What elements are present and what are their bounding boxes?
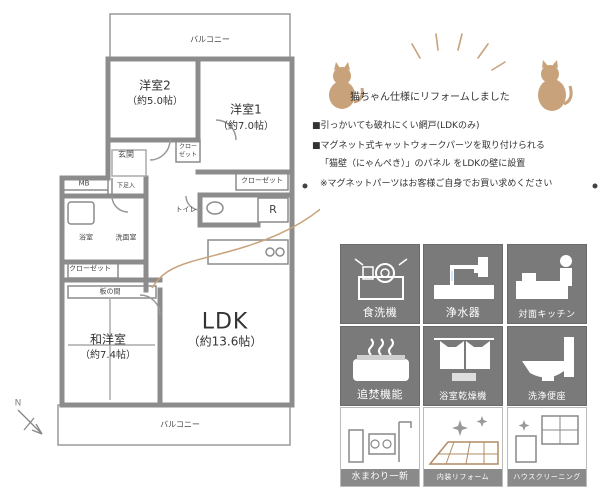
- feature-label: 内装リフォーム: [424, 469, 502, 486]
- catwalk-curve: [151, 184, 346, 289]
- feature-label: 対面キッチン: [518, 310, 576, 320]
- fridge-label: R: [269, 203, 277, 217]
- closet-right-label: クローゼット: [241, 176, 283, 185]
- washroom-label: 洗面室: [115, 233, 137, 242]
- cat-notice: [300, 0, 600, 230]
- feature-open-kitchen: 対面キッチン: [507, 244, 587, 324]
- feature-label: 浴室乾燥機: [439, 392, 487, 402]
- western2-area: （約5.0帖）: [127, 95, 183, 107]
- feature-label: 食洗機: [362, 306, 398, 319]
- notice-line-4: ※マグネットパーツはお客様ご自身でお買い求めください: [320, 179, 553, 189]
- cat-left-icon: [329, 62, 364, 109]
- feature-label: 浄水器: [445, 306, 481, 319]
- shoe-box-label: 下足入: [116, 182, 136, 190]
- feature-washlet: 洗浄便座: [507, 326, 587, 406]
- floor-plan: バルコニー バルコニー 洋室2 （約5.0帖） 洋室1 （約7.0帖） LDK …: [14, 13, 346, 446]
- compass-label: N: [14, 398, 22, 409]
- feature-dishwasher: 食洗機: [340, 244, 420, 324]
- entrance-label: 玄関: [118, 150, 134, 159]
- bath-label: 浴室: [79, 233, 93, 242]
- western2-name: 洋室2: [139, 78, 171, 93]
- closet-left-label: クローゼット: [69, 264, 111, 273]
- meter-box-label: MB: [78, 179, 90, 188]
- feature-bath-dryer: 浴室乾燥機: [423, 326, 503, 406]
- feature-renovated-water: 水まわり一新: [340, 407, 420, 487]
- japanese-room-name: 和洋室: [89, 332, 127, 347]
- feature-label: 水まわり一新: [341, 469, 419, 486]
- feature-label: ハウスクリーニング: [508, 469, 586, 486]
- notice-line-3: 「猫壁（にゃんぺき）」のパネル をLDKの壁に設置: [320, 159, 526, 169]
- feature-bath-reheat: 追焚機能: [340, 326, 420, 406]
- notice-title: 猫ちゃん仕様にリフォームしました: [350, 92, 510, 103]
- water-purifier-icon: [434, 257, 494, 299]
- house-cleaning-icon: [515, 415, 579, 463]
- feature-label: 追焚機能: [357, 388, 403, 401]
- ldk-area: （約13.6帖）: [187, 334, 263, 349]
- western1-name: 洋室1: [230, 102, 262, 117]
- feature-water-purifier: 浄水器: [423, 244, 503, 324]
- japanese-room-area: （約7.4帖）: [80, 349, 136, 361]
- renovated-water-icon: [348, 421, 412, 463]
- balcony-bottom-label: バルコニー: [160, 420, 200, 429]
- kitchen-counter-icon: [516, 255, 572, 299]
- washlet-icon: [522, 337, 574, 381]
- bath-reheat-icon: [353, 338, 409, 381]
- dishwasher-icon: [354, 258, 408, 300]
- notice-line-1: ■引っかいても破れにくい網戸(LDKのみ): [312, 121, 480, 131]
- feature-house-cleaning: ハウスクリーニング: [507, 407, 587, 487]
- interior-reform-icon: [428, 416, 499, 465]
- western1-area: （約7.0帖）: [218, 120, 274, 132]
- cat-right-icon: [538, 60, 573, 111]
- ldk-name: LDK: [201, 309, 249, 335]
- notice-line-2: ■マグネット式キャットウォークパーツを取り付けられる: [312, 141, 545, 151]
- toilet-label: トイレ: [175, 205, 197, 214]
- balcony-top-label: バルコニー: [190, 35, 230, 44]
- notice-decoration: [302, 33, 598, 189]
- feature-interior-reform: 内装リフォーム: [423, 407, 503, 487]
- compass-arrow: [17, 409, 43, 435]
- feature-label: 洗浄便座: [527, 392, 566, 402]
- tokonoma-label: 板の間: [99, 287, 121, 296]
- bath-dryer-icon: [434, 338, 494, 381]
- floor-plan-drawing: [17, 13, 346, 446]
- small-closet-label: クロー ゼット: [178, 143, 198, 159]
- sunburst-icon: [411, 33, 506, 71]
